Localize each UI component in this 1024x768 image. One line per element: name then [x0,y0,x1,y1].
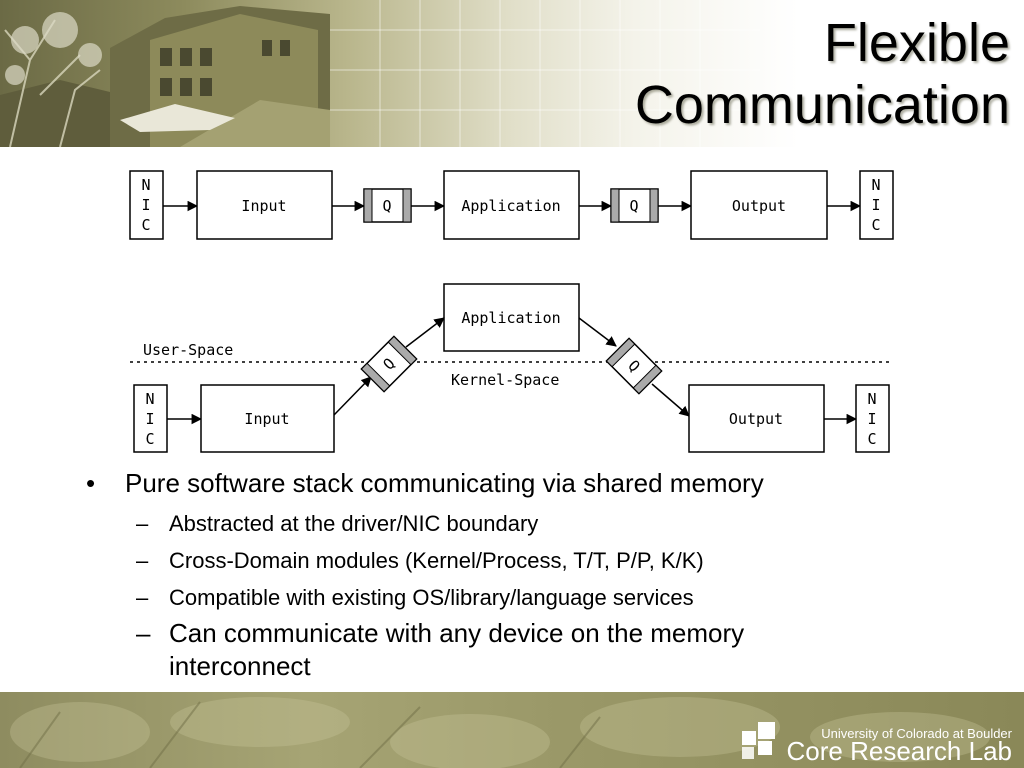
queue-box-top-2: Q [610,188,659,223]
nic-box-bottom-left: N I C [133,384,168,453]
svg-text:C: C [145,430,154,448]
pipeline-diagram-bottom: User-Space Kernel-Space Application N I … [130,283,890,453]
university-name: University of Colorado at Boulder [821,726,1012,741]
svg-text:Q: Q [382,197,391,215]
communication-diagrams: N I C Input Q Application Q [129,170,894,453]
header-banner: Flexible Communication [0,0,1024,147]
application-box-top: Application [443,170,580,240]
bullet-marker: • [86,468,96,498]
sub-bullet-text: Abstracted at the driver/NIC boundary [169,511,539,536]
sub-bullet-text: Can communicate with any device on the m… [169,618,745,681]
title-line-2: Communication [634,75,1010,135]
footer-banner: University of Colorado at Boulder Core R… [0,692,1024,768]
svg-text:Output: Output [729,410,783,428]
queue-box-top-1: Q [363,188,412,223]
title-line-1: Flexible [823,13,1010,73]
bullet-list: • Pure software stack communicating via … [86,466,986,683]
input-box-bottom: Input [200,384,335,453]
sub-bullet-marker: – [136,511,149,536]
svg-text:Q: Q [629,197,638,215]
queue-box-bottom-2: Q [605,337,663,395]
user-space-label: User-Space [143,341,233,359]
output-box-top: Output [690,170,828,240]
sub-bullet-marker: – [136,618,151,648]
svg-text:Input: Input [244,410,289,428]
svg-text:Input: Input [241,197,286,215]
sub-bullet: – Compatible with existing OS/library/la… [86,585,986,611]
nic-box-bottom-right: N I C [855,384,890,453]
nic-box-top-right: N I C [859,170,894,240]
svg-text:N: N [145,390,154,408]
sub-bullet: – Abstracted at the driver/NIC boundary [86,511,986,537]
svg-text:I: I [145,410,154,428]
output-box-bottom: Output [688,384,825,453]
bullet-main-text: Pure software stack communicating via sh… [125,468,764,498]
svg-text:Application: Application [461,197,560,215]
svg-text:N: N [141,176,150,194]
sub-bullet-marker: – [136,548,149,573]
sub-bullet-list: – Abstracted at the driver/NIC boundary … [86,511,986,683]
svg-text:I: I [867,410,876,428]
building-photo [0,0,760,147]
nic-box-top-left: N I C [129,170,164,240]
svg-text:Output: Output [732,197,786,215]
slide-title: Flexible Communication [635,12,1010,136]
sub-bullet: – Can communicate with any device on the… [86,617,809,683]
svg-text:C: C [141,216,150,234]
svg-text:I: I [871,196,880,214]
kernel-space-label: Kernel-Space [451,371,559,389]
svg-text:C: C [871,216,880,234]
svg-text:N: N [871,176,880,194]
sub-bullet-text: Cross-Domain modules (Kernel/Process, T/… [169,548,704,573]
input-box-top: Input [196,170,333,240]
sub-bullet-text: Compatible with existing OS/library/lang… [169,585,694,610]
bullet-main: • Pure software stack communicating via … [86,466,986,500]
lab-logo [742,722,775,759]
svg-text:Application: Application [461,309,560,327]
queue-box-bottom-1: Q [360,335,418,393]
lab-name: Core Research Lab [786,736,1012,766]
svg-text:N: N [867,390,876,408]
pipeline-diagram-top: N I C Input Q Application Q [129,170,894,240]
svg-text:I: I [141,196,150,214]
application-box-bottom: Application [443,283,580,352]
footer-texture [10,697,990,768]
sub-bullet-marker: – [136,585,149,610]
svg-text:C: C [867,430,876,448]
sub-bullet: – Cross-Domain modules (Kernel/Process, … [86,548,986,574]
